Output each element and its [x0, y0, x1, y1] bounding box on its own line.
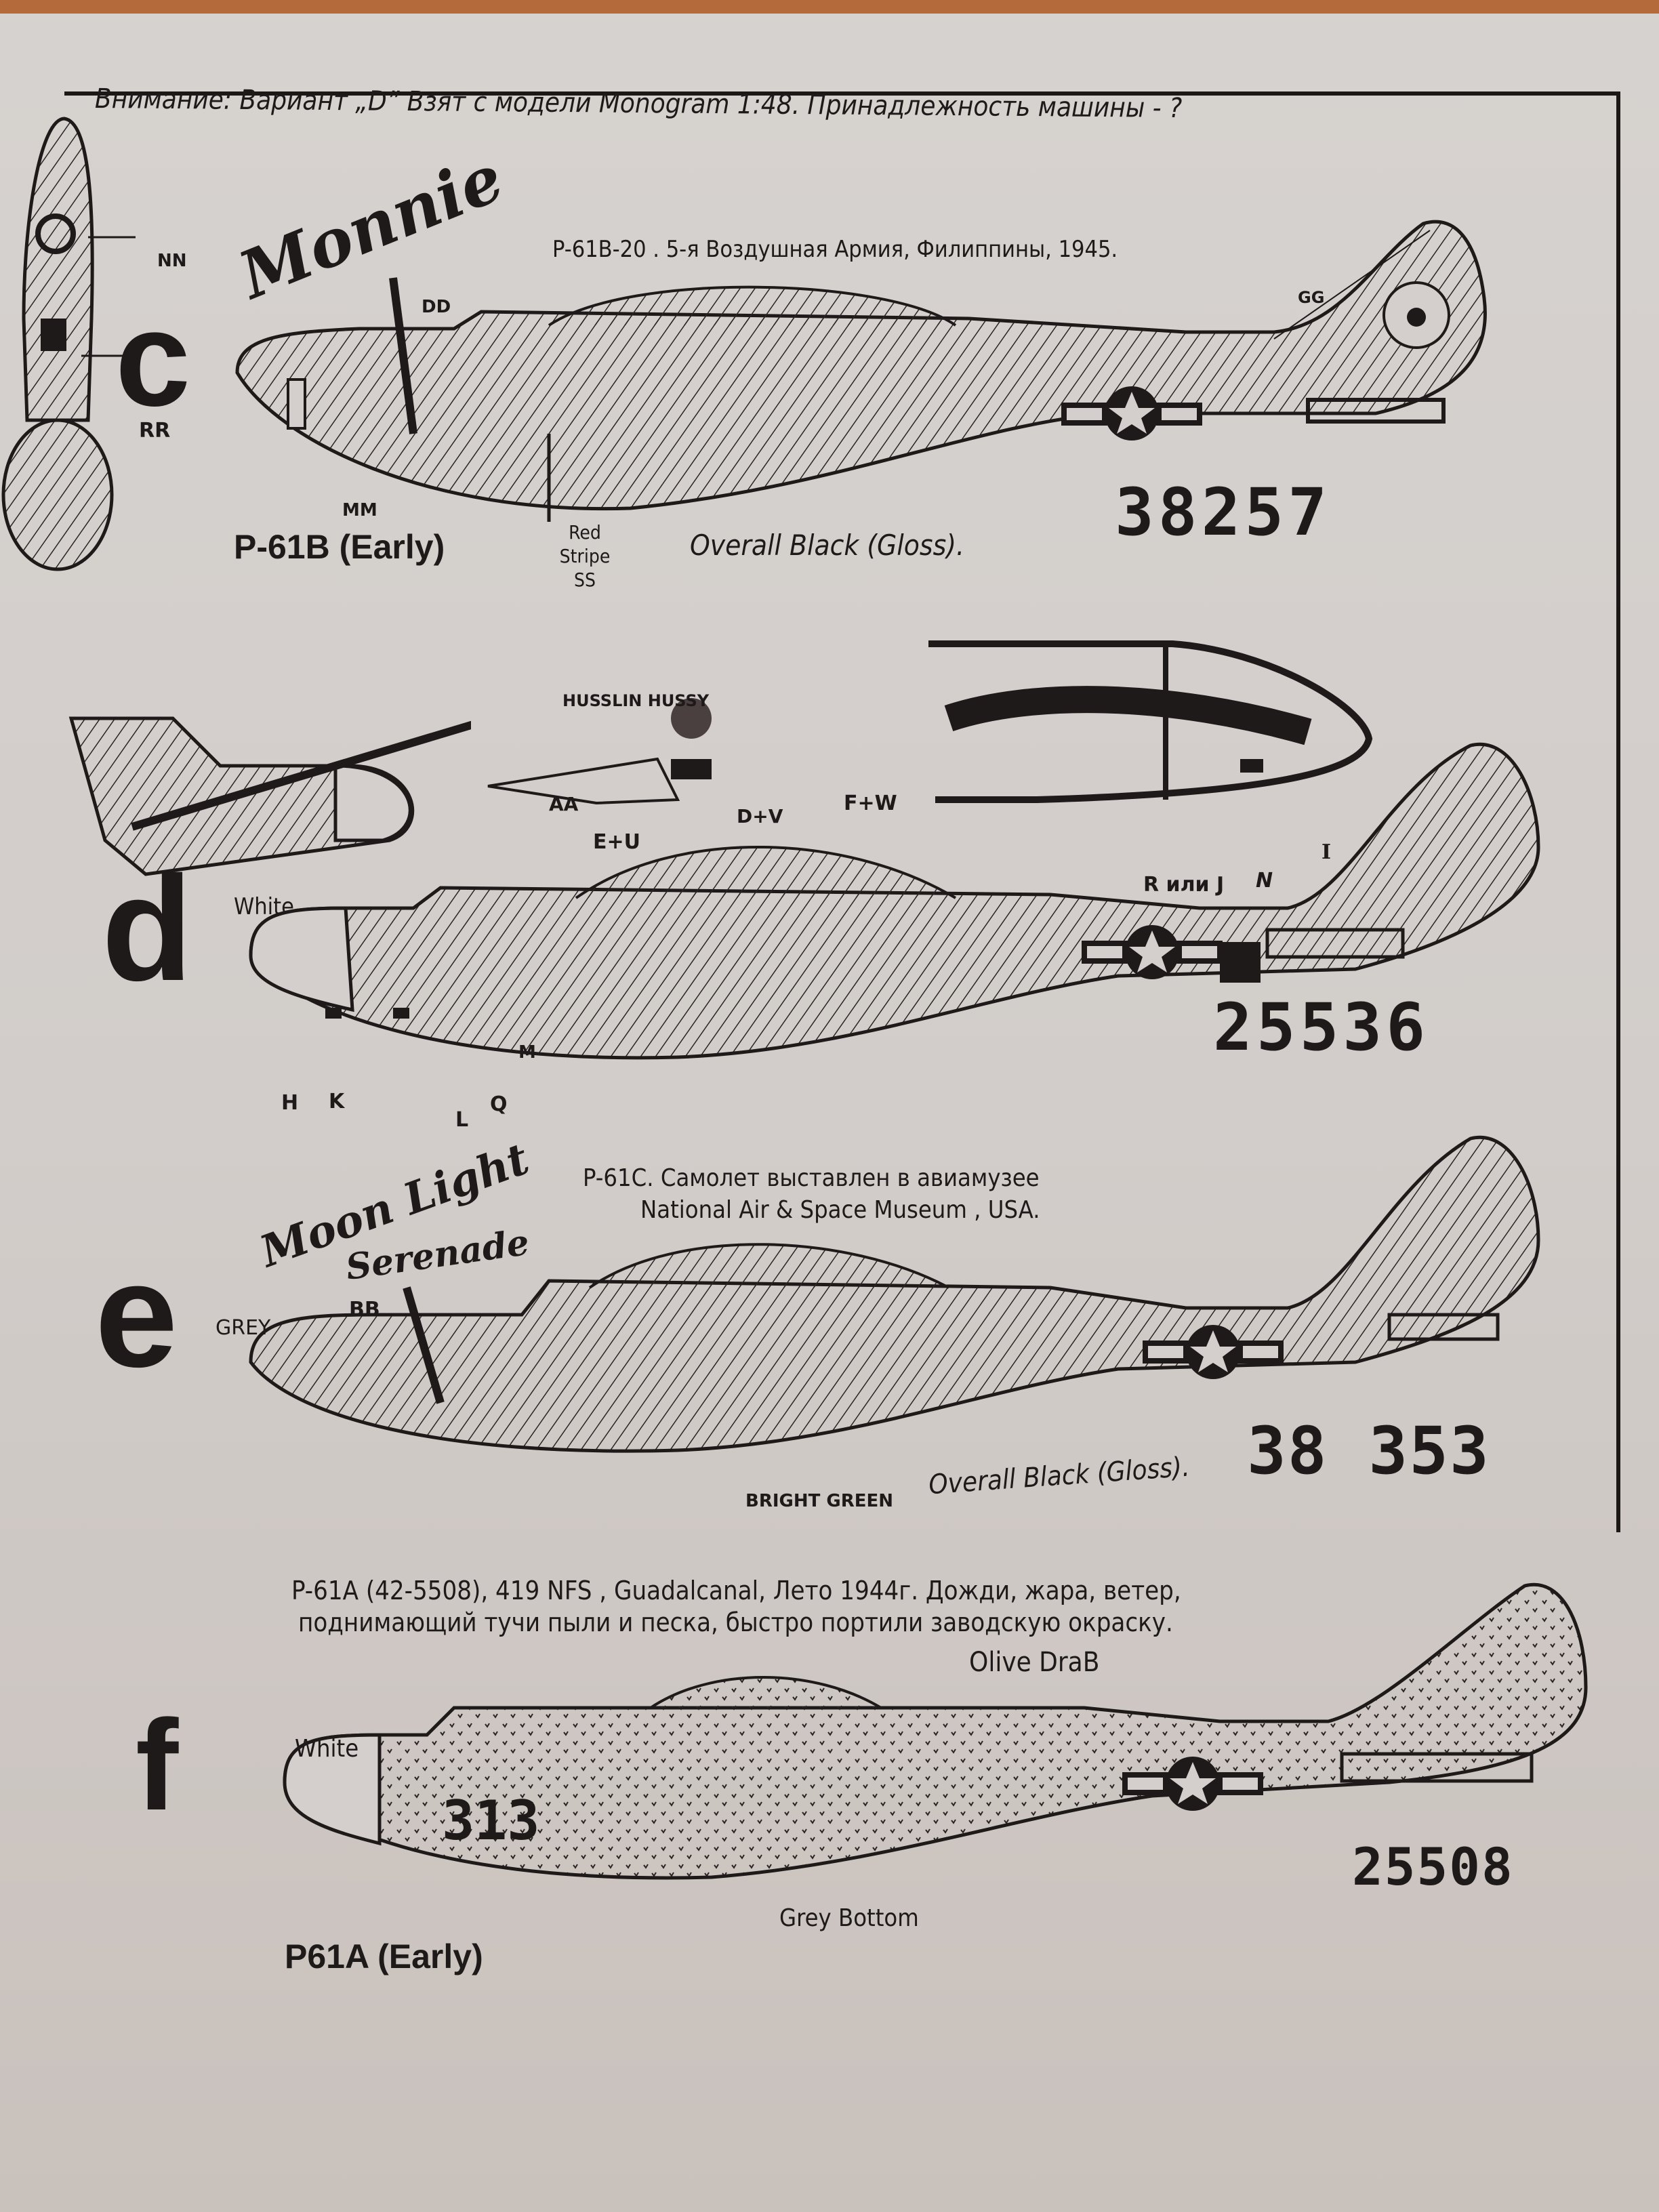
nose-art-husslin-hussy: HUSSLIN HUSSY [562, 691, 710, 710]
spider-emblem-icon [1407, 308, 1426, 327]
fuselage-code-f: 313 [442, 1789, 540, 1852]
serial-e: 38 353 [1247, 1413, 1490, 1489]
callout-nn: NN [157, 251, 187, 271]
caption-f-line1: P-61A (42-5508), 419 NFS , Guadalcanal, … [291, 1576, 1181, 1605]
finish-c: Overall Black (Gloss). [690, 529, 965, 562]
roundel-icon [35, 213, 76, 254]
pinup-nose-art [487, 698, 712, 805]
variant-letter-e: e [95, 1231, 178, 1398]
aircraft-profile-c [235, 220, 1487, 522]
serial-d: 25536 [1213, 989, 1429, 1065]
nose-detail-d [68, 716, 471, 876]
callout-q: Q [490, 1092, 508, 1116]
callout-rr: RR [139, 419, 171, 443]
callout-dd: DD [422, 297, 451, 317]
callout-m: M [518, 1042, 536, 1063]
callout-bright-green: BRIGHT GREEN [745, 1491, 894, 1511]
callout-h: H [281, 1091, 299, 1115]
aircraft-profile-e [249, 1135, 1540, 1453]
serial-c: 38257 [1115, 474, 1331, 550]
caption-e-line2: National Air & Space Museum , USA. [640, 1196, 1040, 1224]
variant-letter-d: d [102, 845, 193, 1012]
callout-e-u: E+U [593, 830, 640, 854]
top-color-f: Olive DraB [969, 1647, 1100, 1678]
caption-c: P-61B-20 . 5-я Воздушная Армия, Филиппин… [552, 236, 1118, 263]
top-view-wing-c [1, 117, 136, 571]
variant-letter-c: c [115, 283, 191, 434]
callout-f-w: F+W [844, 792, 897, 815]
callout-l: L [455, 1108, 469, 1132]
callout-k: K [329, 1090, 345, 1113]
callout-mm: MM [342, 500, 377, 520]
decal-sheet: Внимание: Вариант „D” Взят с модели Mono… [0, 14, 1659, 2212]
aircraft-profile-f [283, 1582, 1588, 1880]
callout-d-v: D+V [737, 805, 783, 827]
model-label-f: P61A (Early) [285, 1938, 483, 1975]
callout-i: I [1322, 840, 1332, 864]
callout-n: N [1256, 869, 1273, 893]
canopy-detail-d [928, 640, 1373, 803]
model-label-c: P-61B (Early) [234, 528, 445, 566]
callout-aa: AA [549, 793, 579, 815]
aircraft-profile-d [249, 742, 1540, 1060]
variant-letter-f: f [136, 1694, 179, 1837]
caption-f-line2: поднимающий тучи пыли и песка, быстро по… [298, 1607, 1173, 1637]
nose-color-f: White [295, 1735, 359, 1763]
callout-r-or-j: R или J [1143, 873, 1225, 897]
caption-e-line1: P-61C. Самолет выставлен в авиамузее [583, 1164, 1040, 1192]
sheet-border [64, 91, 1620, 1532]
callout-red-stripe: Red Stripe SS [559, 521, 611, 591]
callout-gg: GG [1298, 288, 1325, 307]
bottom-color-f: Grey Bottom [779, 1904, 919, 1932]
serial-f: 25508 [1352, 1837, 1514, 1897]
